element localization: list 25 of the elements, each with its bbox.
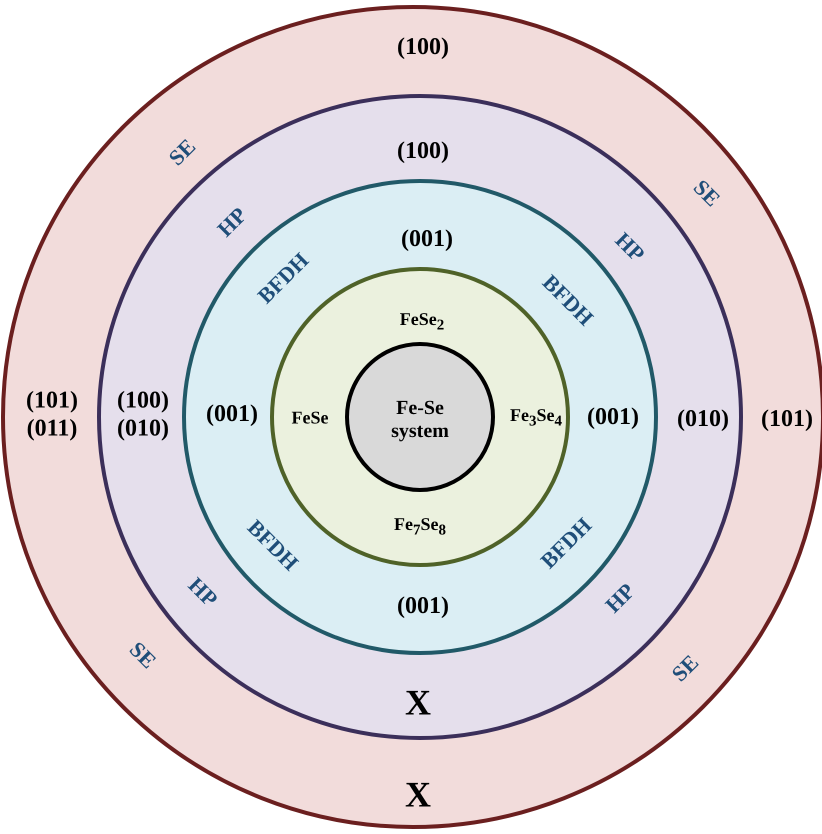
miller-index: (001) [206, 401, 258, 429]
miller-index: (010) [677, 406, 729, 434]
phase-label: Fe$_{7}$Se$_{8}$ [394, 514, 446, 540]
phase-label: FeSe [292, 408, 328, 428]
miller-index: (001) [397, 593, 449, 621]
method-label: SE [666, 650, 704, 686]
method-label: SE [164, 134, 200, 170]
miller-index: (101) (011) [25, 387, 79, 443]
miller-index: (100) [397, 138, 449, 166]
center-label: Fe-Se system [390, 397, 450, 443]
miller-index: (001) [401, 226, 453, 254]
miller-index: (001) [587, 404, 639, 432]
axis-label: X [405, 682, 431, 724]
phase-label: Fe$_{3}$Se$_{4}$ [510, 405, 562, 431]
miller-index: (100) (010) [116, 387, 170, 443]
axis-label: X [405, 774, 431, 816]
method-label: HP [183, 572, 223, 612]
method-label: SE [124, 636, 162, 674]
method-label: HP [212, 202, 252, 242]
miller-index: (101) [761, 406, 813, 434]
method-label: HP [610, 227, 650, 267]
miller-index: (100) [397, 34, 449, 62]
method-label: HP [600, 578, 640, 618]
method-label: SE [688, 174, 726, 212]
phase-label: FeSe$_{2}$ [400, 309, 444, 335]
